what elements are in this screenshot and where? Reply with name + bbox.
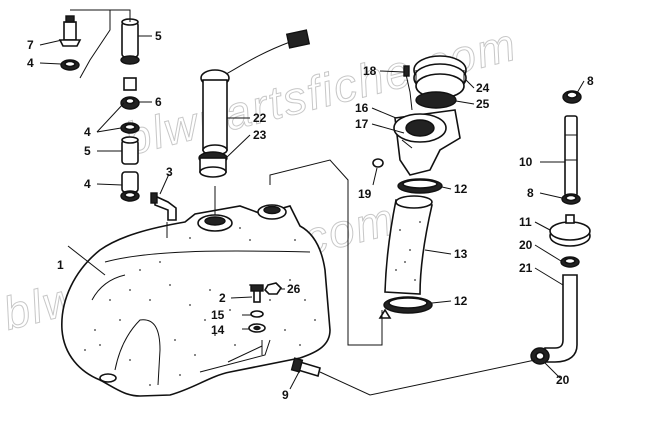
callout-10: 10 <box>519 155 533 169</box>
fuel-line-assembly <box>530 90 591 365</box>
callout-20a: 20 <box>519 238 533 252</box>
callout-5b: 5 <box>84 144 91 158</box>
callout-labels: 1 2 15 14 26 3 7 4 5 6 4 5 4 22 23 18 16… <box>27 29 594 402</box>
callout-4b: 4 <box>84 125 91 139</box>
callout-15: 15 <box>211 308 225 322</box>
callout-1: 1 <box>57 258 64 272</box>
callout-4a: 4 <box>27 56 34 70</box>
callout-8a: 8 <box>587 74 594 88</box>
callout-4c: 4 <box>84 177 91 191</box>
callout-14: 14 <box>211 323 225 337</box>
callout-7: 7 <box>27 38 34 52</box>
callout-16: 16 <box>355 101 369 115</box>
callout-19: 19 <box>358 187 372 201</box>
fuel-tank <box>61 204 331 397</box>
leader-lines <box>39 35 585 390</box>
callout-22: 22 <box>253 111 267 125</box>
routing-lines <box>166 159 536 396</box>
callout-6: 6 <box>155 95 162 109</box>
callout-26: 26 <box>287 282 301 296</box>
vent-valve-assembly <box>58 9 177 221</box>
callout-8b: 8 <box>527 186 534 200</box>
callout-20b: 20 <box>556 373 570 387</box>
callout-2: 2 <box>219 291 226 305</box>
callout-21: 21 <box>519 261 533 275</box>
callout-11: 11 <box>519 215 532 229</box>
callout-24: 24 <box>476 81 490 95</box>
callout-5a: 5 <box>155 29 162 43</box>
hardware <box>248 282 321 378</box>
callout-25: 25 <box>476 97 490 111</box>
callout-12a: 12 <box>454 182 468 196</box>
callout-12b: 12 <box>454 294 468 308</box>
callout-17: 17 <box>355 117 369 131</box>
callout-13: 13 <box>454 247 468 261</box>
callout-23: 23 <box>253 128 267 142</box>
filler-neck-assembly <box>372 55 467 319</box>
callout-9: 9 <box>282 388 289 402</box>
fuel-sender-assembly <box>198 29 311 215</box>
callout-18: 18 <box>363 64 377 78</box>
callout-3: 3 <box>166 165 173 179</box>
